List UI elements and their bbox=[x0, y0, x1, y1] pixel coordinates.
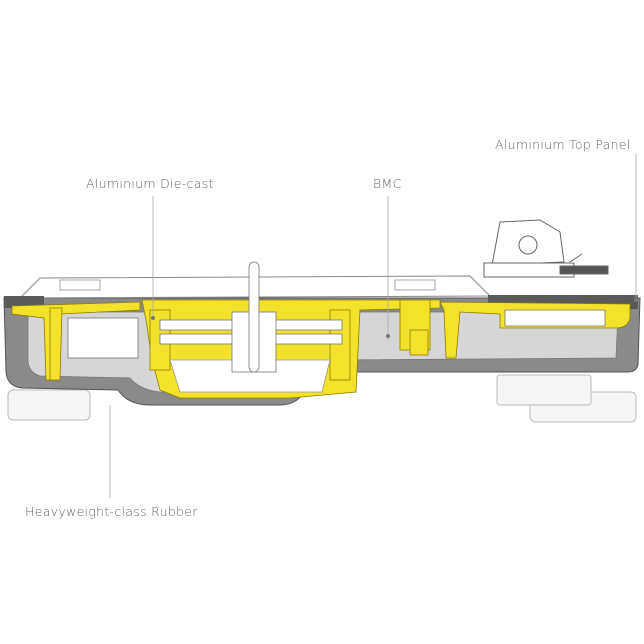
label-aluminium-die-cast: Aluminium Die-cast bbox=[86, 176, 214, 191]
tonearm bbox=[483, 219, 609, 278]
label-bmc: BMC bbox=[373, 176, 402, 191]
label-aluminium-top-panel: Aluminium Top Panel bbox=[495, 137, 631, 152]
label-heavyweight-rubber: Heavyweight-class Rubber bbox=[25, 504, 198, 519]
leader-lines bbox=[109, 154, 637, 498]
motor-assembly bbox=[67, 261, 606, 373]
rubber-feet bbox=[7, 374, 637, 423]
